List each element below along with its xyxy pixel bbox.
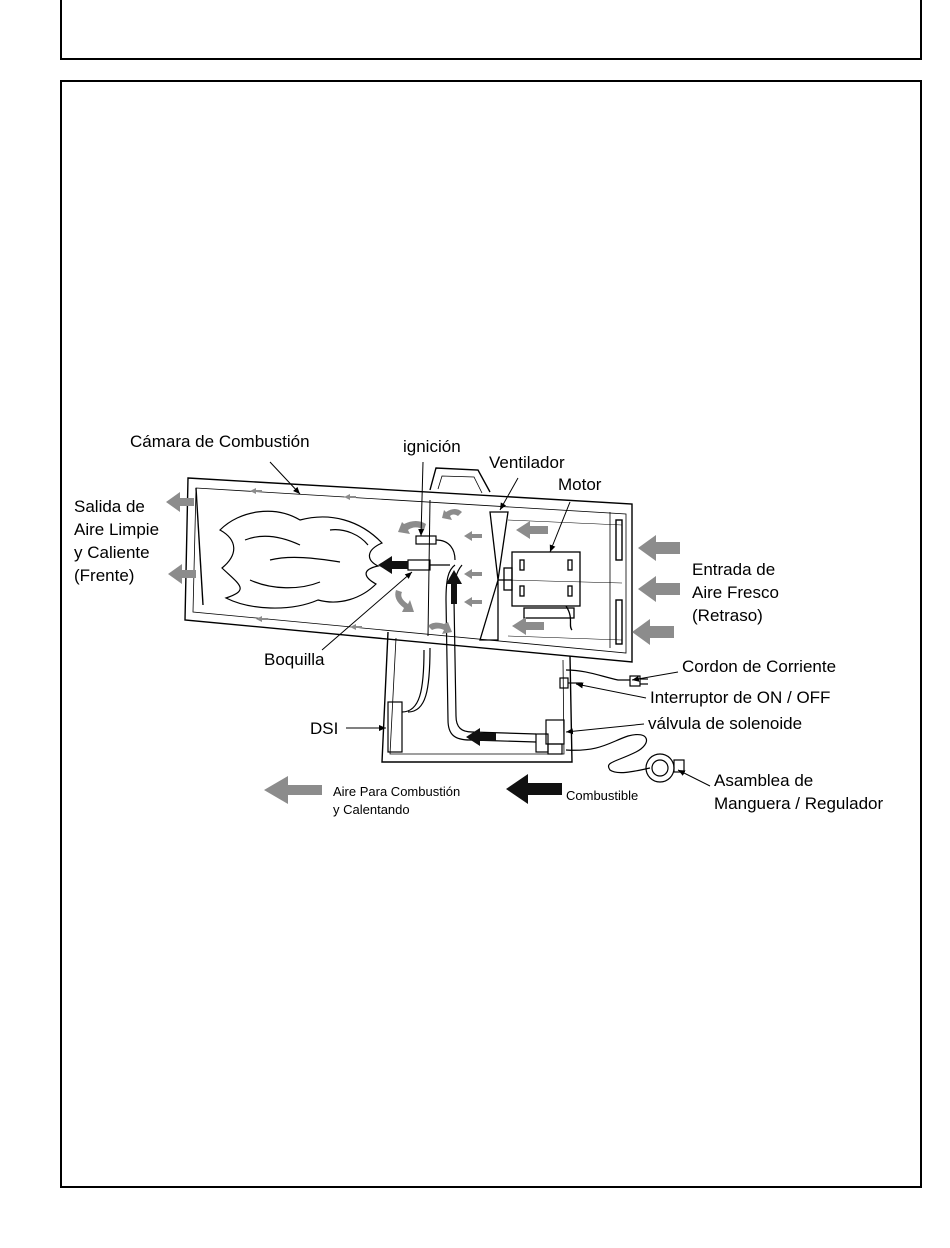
fuel-flow-arrows — [378, 556, 562, 804]
label-salida-3: y Caliente — [74, 543, 150, 562]
label-salida-2: Aire Limpie — [74, 520, 159, 539]
label-salida-4: (Frente) — [74, 566, 134, 585]
label-salida-1: Salida de — [74, 497, 145, 516]
label-ignicion: ignición — [403, 437, 461, 456]
label-interruptor: Interruptor de ON / OFF — [650, 688, 830, 707]
label-cordon: Cordon de Corriente — [682, 657, 836, 676]
label-asamblea-2: Manguera / Regulador — [714, 794, 884, 813]
flame-icon — [220, 511, 382, 608]
legend-air-label-2: y Calentando — [333, 802, 410, 817]
legend-fuel-label: Combustible — [566, 788, 638, 803]
hose-regulator-icon — [566, 735, 684, 782]
label-ventilador: Ventilador — [489, 453, 565, 472]
label-entrada-3: (Retraso) — [692, 606, 763, 625]
label-valvula: válvula de solenoide — [648, 714, 802, 733]
legend-air-label-1: Aire Para Combustión — [333, 784, 460, 799]
fan-icon — [480, 512, 512, 640]
label-boquilla: Boquilla — [264, 650, 325, 669]
label-camara-combustion: Cámara de Combustión — [130, 432, 310, 451]
label-dsi: DSI — [310, 719, 338, 738]
label-entrada-1: Entrada de — [692, 560, 775, 579]
label-motor: Motor — [558, 475, 602, 494]
label-asamblea-1: Asamblea de — [714, 771, 813, 790]
motor-icon — [504, 552, 580, 630]
solenoid-valve-icon — [536, 720, 564, 754]
label-entrada-2: Aire Fresco — [692, 583, 779, 602]
fuel-line — [446, 565, 536, 742]
nozzle-assembly — [408, 536, 455, 570]
